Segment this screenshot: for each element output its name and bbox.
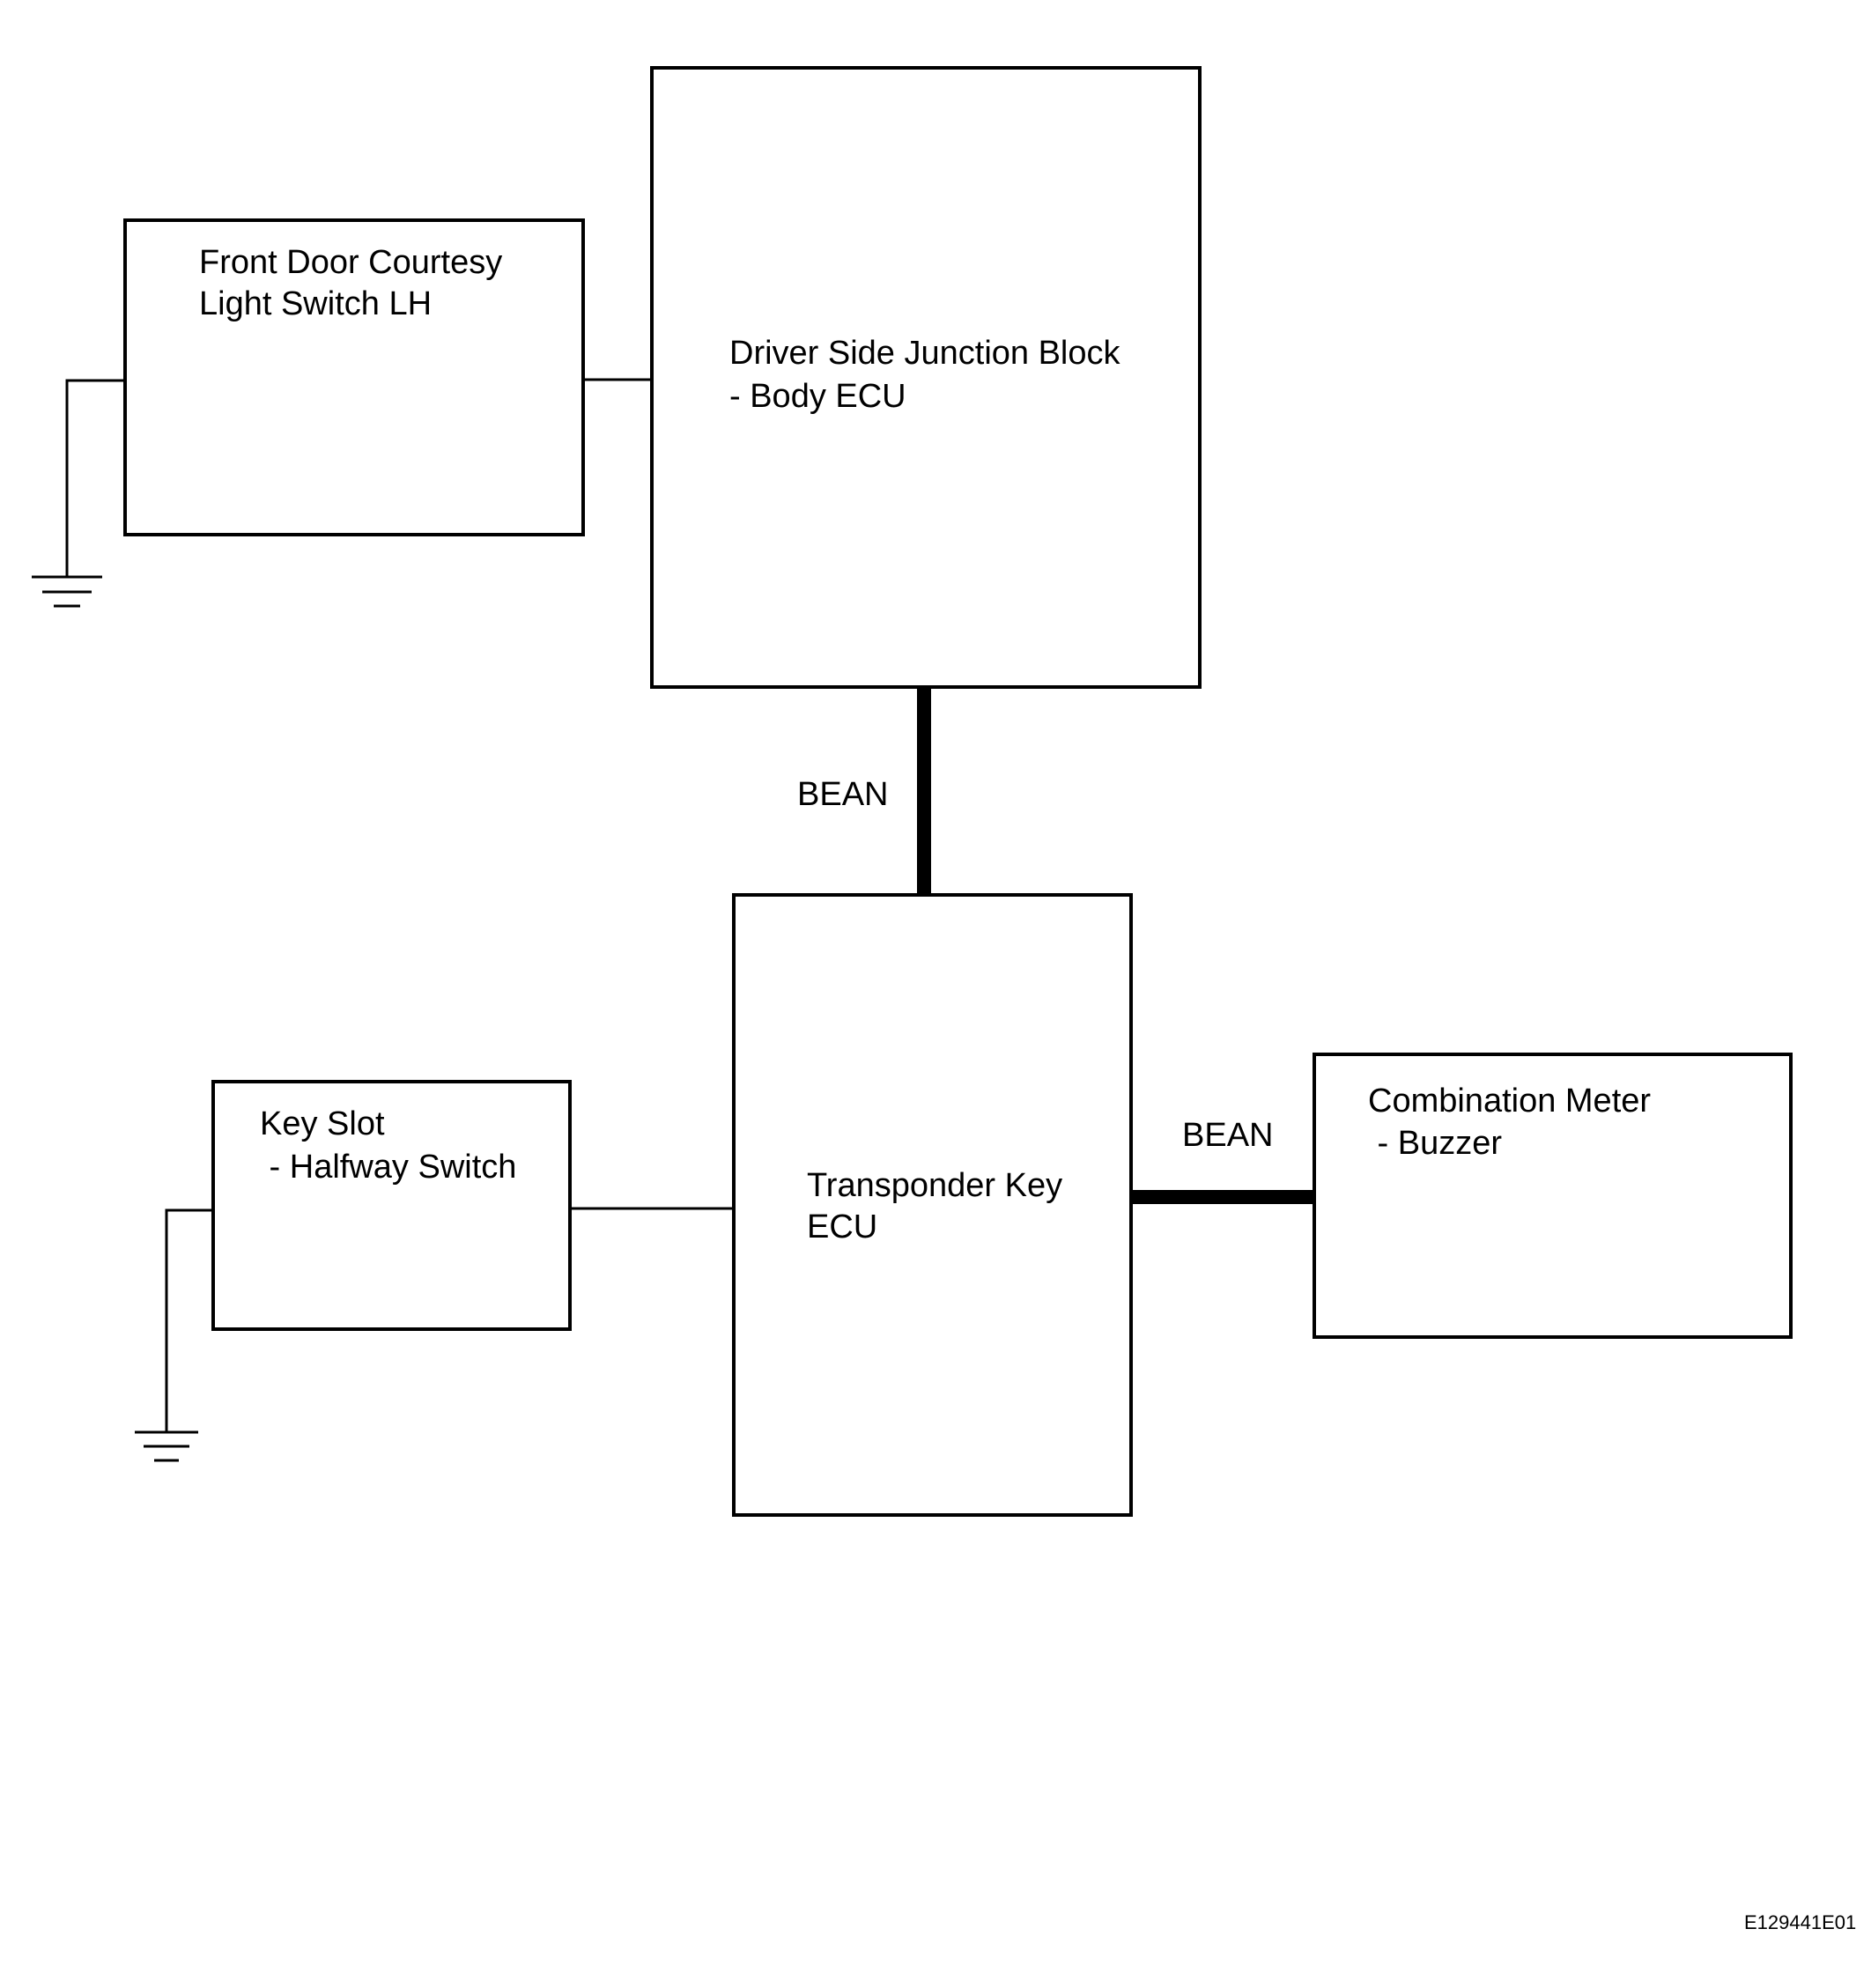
figure-code: E129441E01: [1744, 1911, 1856, 1933]
bean-label-horizontal: BEAN: [1182, 1117, 1273, 1154]
transponder-ecu-box: [732, 893, 1133, 1517]
courtesy-switch-box: [123, 218, 585, 536]
transponder-ecu-label-line2: ECU: [807, 1208, 877, 1245]
body-ecu-label-line1: Driver Side Junction Block: [729, 335, 1121, 372]
key-slot-label-line2: - Halfway Switch: [260, 1149, 516, 1186]
key-slot-label-line1: Key Slot: [260, 1105, 385, 1142]
combination-meter-label-line2: - Buzzer: [1368, 1125, 1502, 1162]
bean-label-vertical: BEAN: [797, 776, 888, 813]
courtesy-switch-ground-symbol: [32, 379, 125, 608]
courtesy-switch-label-line1: Front Door Courtesy: [199, 244, 502, 281]
transponder-ecu-label-line1: Transponder Key: [807, 1167, 1062, 1204]
key-slot-block: Key Slot - Halfway Switch: [211, 1080, 572, 1331]
combination-meter-label-line1: Combination Meter: [1368, 1083, 1651, 1120]
courtesy-switch-label-line2: Light Switch LH: [199, 285, 432, 322]
key-slot-ground-symbol: [135, 1208, 213, 1462]
courtesy-switch-block: Front Door Courtesy Light Switch LH: [123, 218, 585, 536]
combination-meter-box: [1313, 1053, 1793, 1339]
transponder-ecu-block: Transponder Key ECU: [732, 893, 1133, 1517]
body-ecu-label-line2: - Body ECU: [729, 378, 906, 415]
body-ecu-block: Driver Side Junction Block - Body ECU: [650, 66, 1202, 689]
combination-meter-block: Combination Meter - Buzzer: [1313, 1053, 1793, 1339]
key-slot-box: [211, 1080, 572, 1331]
